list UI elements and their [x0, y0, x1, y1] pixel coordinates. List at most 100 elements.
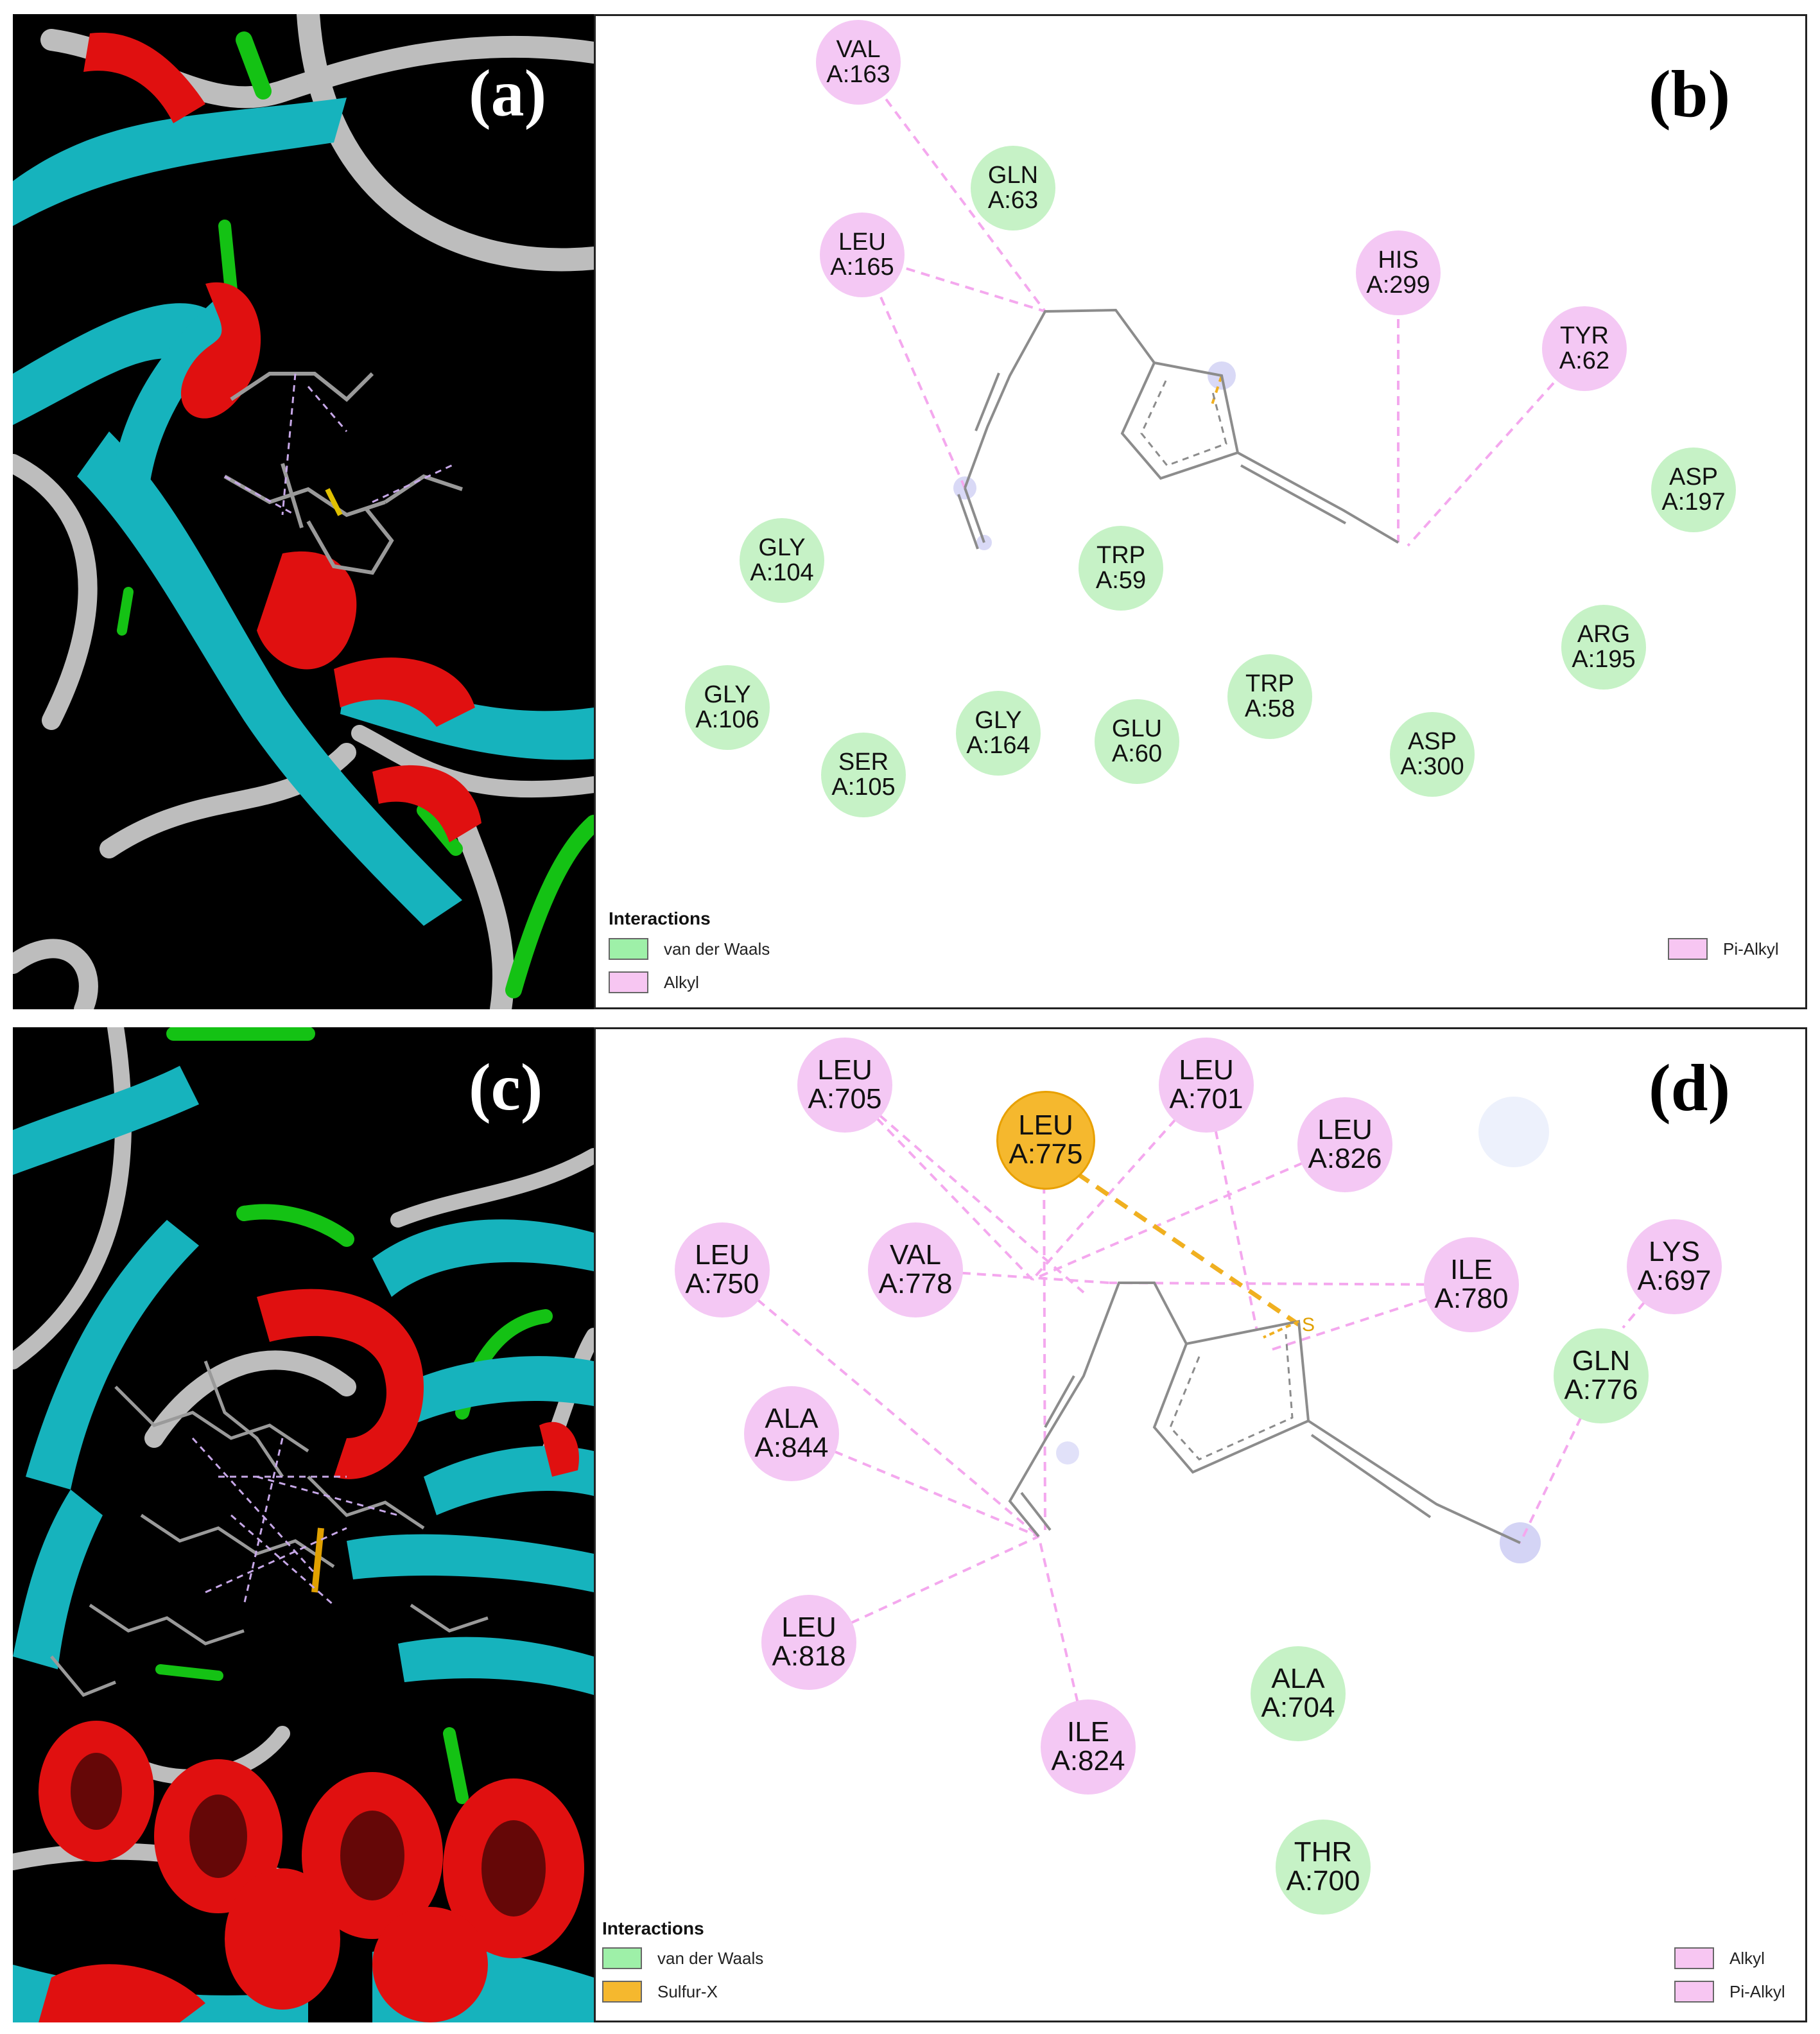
residue-number: A:165	[830, 254, 894, 281]
interaction-line	[1205, 1084, 1258, 1332]
panel-c-3d-view: (c)	[13, 1027, 594, 2022]
legend-swatch	[609, 971, 648, 993]
residue-number: A:824	[1051, 1745, 1125, 1777]
residue-number: A:775	[1009, 1138, 1083, 1170]
residue-number: A:163	[826, 61, 890, 88]
interaction-line	[861, 254, 966, 489]
residue-name: LEU	[695, 1239, 750, 1271]
residue-name: GLY	[704, 681, 751, 709]
interaction-line	[1622, 1265, 1676, 1329]
residue-number: A:164	[966, 732, 1030, 759]
residue-name: ILE	[1450, 1254, 1493, 1286]
interaction-line	[1407, 347, 1586, 547]
residue-number: A:106	[695, 706, 759, 733]
residue-number: A:59	[1095, 567, 1147, 594]
legend-swatch	[1668, 938, 1708, 960]
residue-name: ASP	[1407, 728, 1457, 756]
interaction-line	[1043, 1138, 1046, 1531]
residue-number: A:844	[754, 1432, 829, 1463]
residue-name: LYS	[1649, 1236, 1700, 1268]
legend-swatch	[609, 938, 648, 960]
interaction-line	[791, 1432, 1039, 1538]
residue-number: A:780	[1434, 1283, 1509, 1314]
interaction-lines-b	[857, 61, 1586, 550]
legend-swatch	[602, 1947, 642, 1969]
legend-label: Sulfur-X	[657, 1981, 718, 2001]
residue-name: GLU	[1111, 715, 1163, 743]
legend-label: Pi-Alkyl	[1729, 1981, 1785, 2001]
interaction-lines-d: S	[721, 1084, 1676, 1748]
residue-name: ALA	[1271, 1663, 1325, 1695]
residue-number: A:60	[1111, 740, 1163, 767]
ligand-structure-d	[1008, 1282, 1521, 1544]
legend-title: Interactions	[602, 1918, 704, 1938]
residue-name: HIS	[1378, 247, 1419, 274]
residue-number: A:197	[1661, 489, 1726, 516]
residue-number: A:104	[750, 559, 814, 586]
legend-item-sulfur-x: Sulfur-X	[602, 1981, 718, 2003]
residue-name: GLY	[758, 534, 806, 562]
residue-name: LEU	[817, 1054, 872, 1086]
sulfur-bond-highlight	[1263, 1320, 1299, 1339]
legend-label: Pi-Alkyl	[1723, 939, 1779, 959]
legend-item-alkyl: Alkyl	[1674, 1947, 1765, 1969]
interaction-line	[721, 1269, 1040, 1538]
residue-name: TRP	[1096, 542, 1145, 569]
residue-name: VAL	[836, 36, 881, 64]
panel-label-d: (d)	[1649, 1051, 1731, 1125]
residue-name: VAL	[890, 1239, 941, 1271]
interaction-line	[1109, 1282, 1472, 1286]
residue-number: A:62	[1559, 347, 1610, 374]
residue-number: A:300	[1400, 753, 1464, 780]
residue-number: A:818	[772, 1640, 846, 1672]
residue-name: LEU	[1018, 1109, 1073, 1142]
interaction-line	[808, 1535, 1039, 1644]
residue-name: LEU	[1179, 1054, 1234, 1086]
protein-ribbon-a	[13, 14, 594, 1009]
legend-label: van der Waals	[664, 939, 770, 959]
residue-name: THR	[1294, 1836, 1353, 1868]
legend-item-pi-alkyl: Pi-Alkyl	[1668, 938, 1779, 960]
panel-label-a: (a)	[469, 56, 547, 130]
residue-name: GLY	[975, 707, 1022, 734]
legend-swatch	[602, 1981, 642, 2003]
residue-number: A:63	[987, 187, 1039, 214]
residue-name: SER	[838, 749, 889, 776]
residue-number: A:195	[1572, 646, 1636, 673]
residue-number: A:826	[1308, 1143, 1382, 1174]
aromatic-ring-b	[1140, 380, 1227, 467]
residue-number: A:750	[685, 1268, 759, 1300]
vinyl-glow	[1056, 1441, 1079, 1465]
legend-item-van-der-waals: van der Waals	[609, 938, 770, 960]
residue-number: A:704	[1261, 1692, 1335, 1723]
interaction-line	[1032, 1143, 1346, 1281]
residue-name: TYR	[1560, 322, 1609, 350]
residue-number: A:58	[1244, 695, 1296, 722]
interaction-line	[1031, 1084, 1208, 1281]
residue-name: LEU	[838, 229, 886, 256]
legend-swatch	[1674, 1981, 1714, 2003]
legend-item-pi-alkyl: Pi-Alkyl	[1674, 1981, 1785, 2003]
panel-a-3d-view: (a)	[13, 14, 594, 1009]
residue-number: A:701	[1169, 1083, 1244, 1115]
residue-name: ARG	[1577, 621, 1631, 648]
legend-label: Alkyl	[664, 972, 699, 992]
